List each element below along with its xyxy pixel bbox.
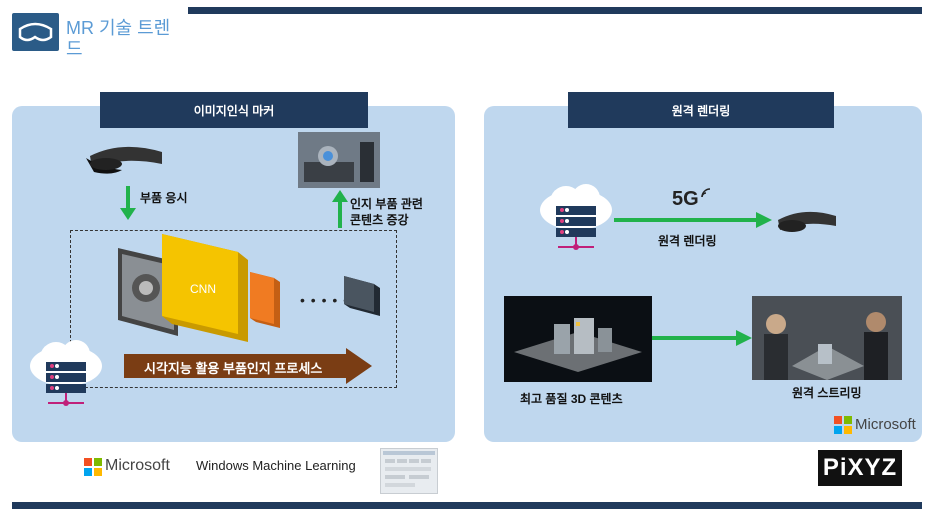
hololens-headset-icon-right — [772, 204, 842, 245]
process-arrow — [124, 348, 372, 389]
top-bar — [188, 7, 922, 14]
rendering-label: 원격 렌더링 — [658, 234, 717, 248]
ui-thumbnail — [380, 448, 438, 494]
network-5g-label: 5G — [672, 188, 699, 210]
wml-label: Windows Machine Learning — [196, 458, 356, 473]
cnn-block — [162, 234, 248, 347]
step-view-label: 부품 응시 — [140, 191, 188, 205]
cloud-server-icon — [26, 340, 106, 421]
pixyz-logo: PiXYZ — [818, 450, 902, 486]
streaming-photo — [752, 296, 902, 380]
remote-rendering-panel — [484, 106, 922, 442]
cnn-label: CNN — [190, 282, 216, 296]
step-augment-label: 인지 부품 관련 콘텐츠 증강 — [350, 197, 423, 227]
content-arrow — [652, 330, 752, 351]
cloud-server-icon-right — [536, 184, 616, 265]
streaming-arrow — [614, 212, 772, 233]
bottom-bar — [12, 502, 922, 509]
process-box — [70, 230, 397, 388]
microsoft-label-right: Microsoft — [855, 416, 916, 433]
microsoft-logo-icon — [834, 416, 852, 439]
microsoft-label-footer: Microsoft — [105, 457, 170, 474]
right-panel-title: 원격 렌더링 — [568, 92, 834, 128]
signal-icon — [700, 186, 712, 204]
feature-block — [250, 272, 280, 333]
3d-content-image — [504, 296, 652, 382]
hololens-logo-icon — [12, 13, 59, 51]
down-arrow-icon — [120, 186, 136, 227]
page-title: MR 기술 트렌드 — [66, 18, 171, 59]
microsoft-logo-icon-footer — [84, 458, 102, 481]
left-panel-title: 이미지인식 마커 — [100, 92, 368, 128]
augmented-photo — [298, 132, 380, 188]
output-block — [344, 276, 380, 321]
streaming-label: 원격 스트리밍 — [792, 386, 862, 400]
content-label: 최고 품질 3D 콘텐츠 — [520, 392, 623, 406]
up-arrow-icon — [332, 190, 348, 233]
hololens-headset-icon — [82, 138, 170, 183]
ellipsis-dots: • • • • • — [300, 292, 350, 308]
process-arrow-label: 시각지능 활용 부품인지 프로세스 — [144, 361, 323, 376]
